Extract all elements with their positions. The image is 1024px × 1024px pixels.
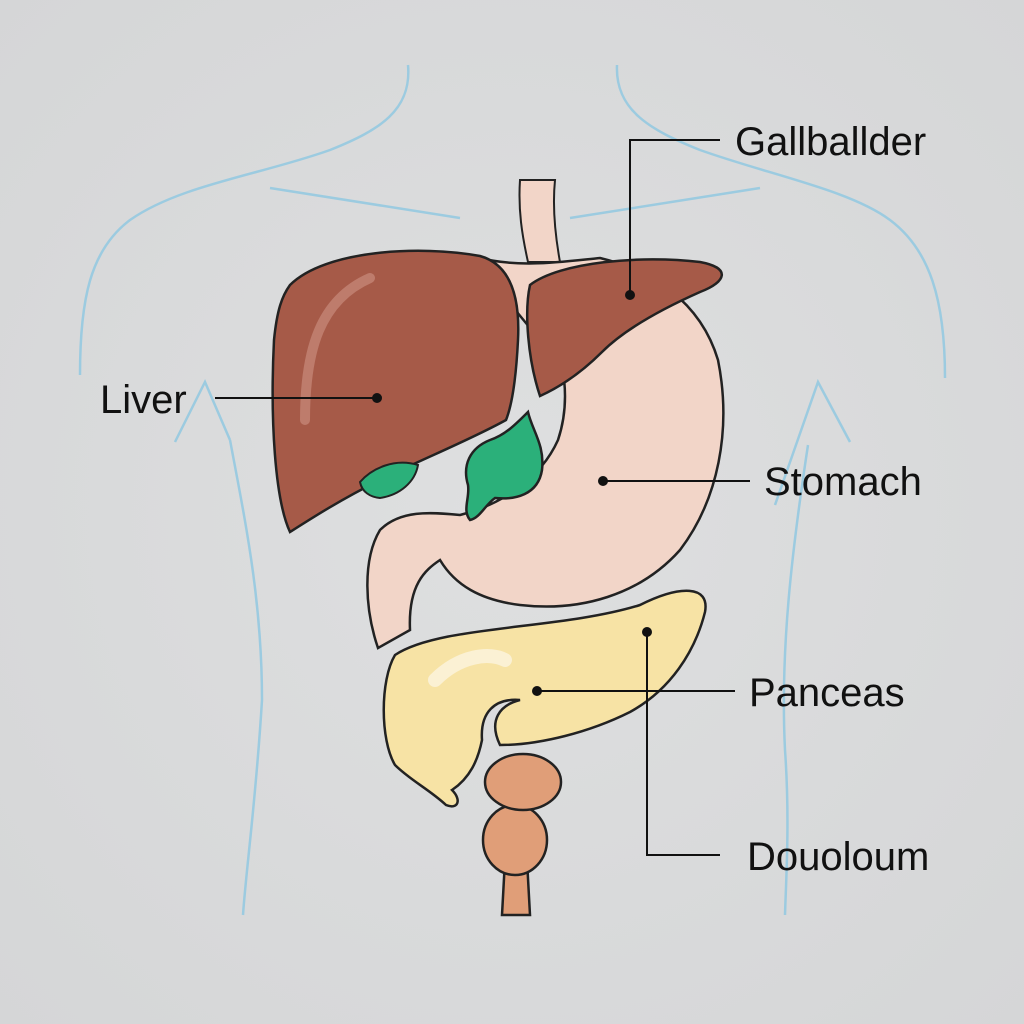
liver-highlight	[300, 273, 375, 425]
stomach	[366, 256, 725, 650]
label-duodenum: Douoloum	[747, 835, 930, 879]
label-dots	[372, 290, 652, 696]
label-liver: Liver	[100, 378, 187, 422]
leader-lines	[215, 139, 750, 856]
body-outline	[78, 64, 947, 916]
gallbladder	[464, 409, 544, 522]
pancreas-highlight	[428, 649, 512, 687]
esophagus	[518, 179, 562, 263]
liver-right-lobe	[271, 249, 520, 534]
duodenum	[481, 752, 563, 917]
label-gallbladder: Gallballder	[735, 120, 927, 164]
label-stomach: Stomach	[764, 460, 922, 504]
pancreas	[382, 589, 707, 808]
liver-left-lobe	[526, 258, 723, 398]
label-pancreas: Panceas	[749, 671, 905, 715]
bile-duct-green	[358, 461, 420, 500]
